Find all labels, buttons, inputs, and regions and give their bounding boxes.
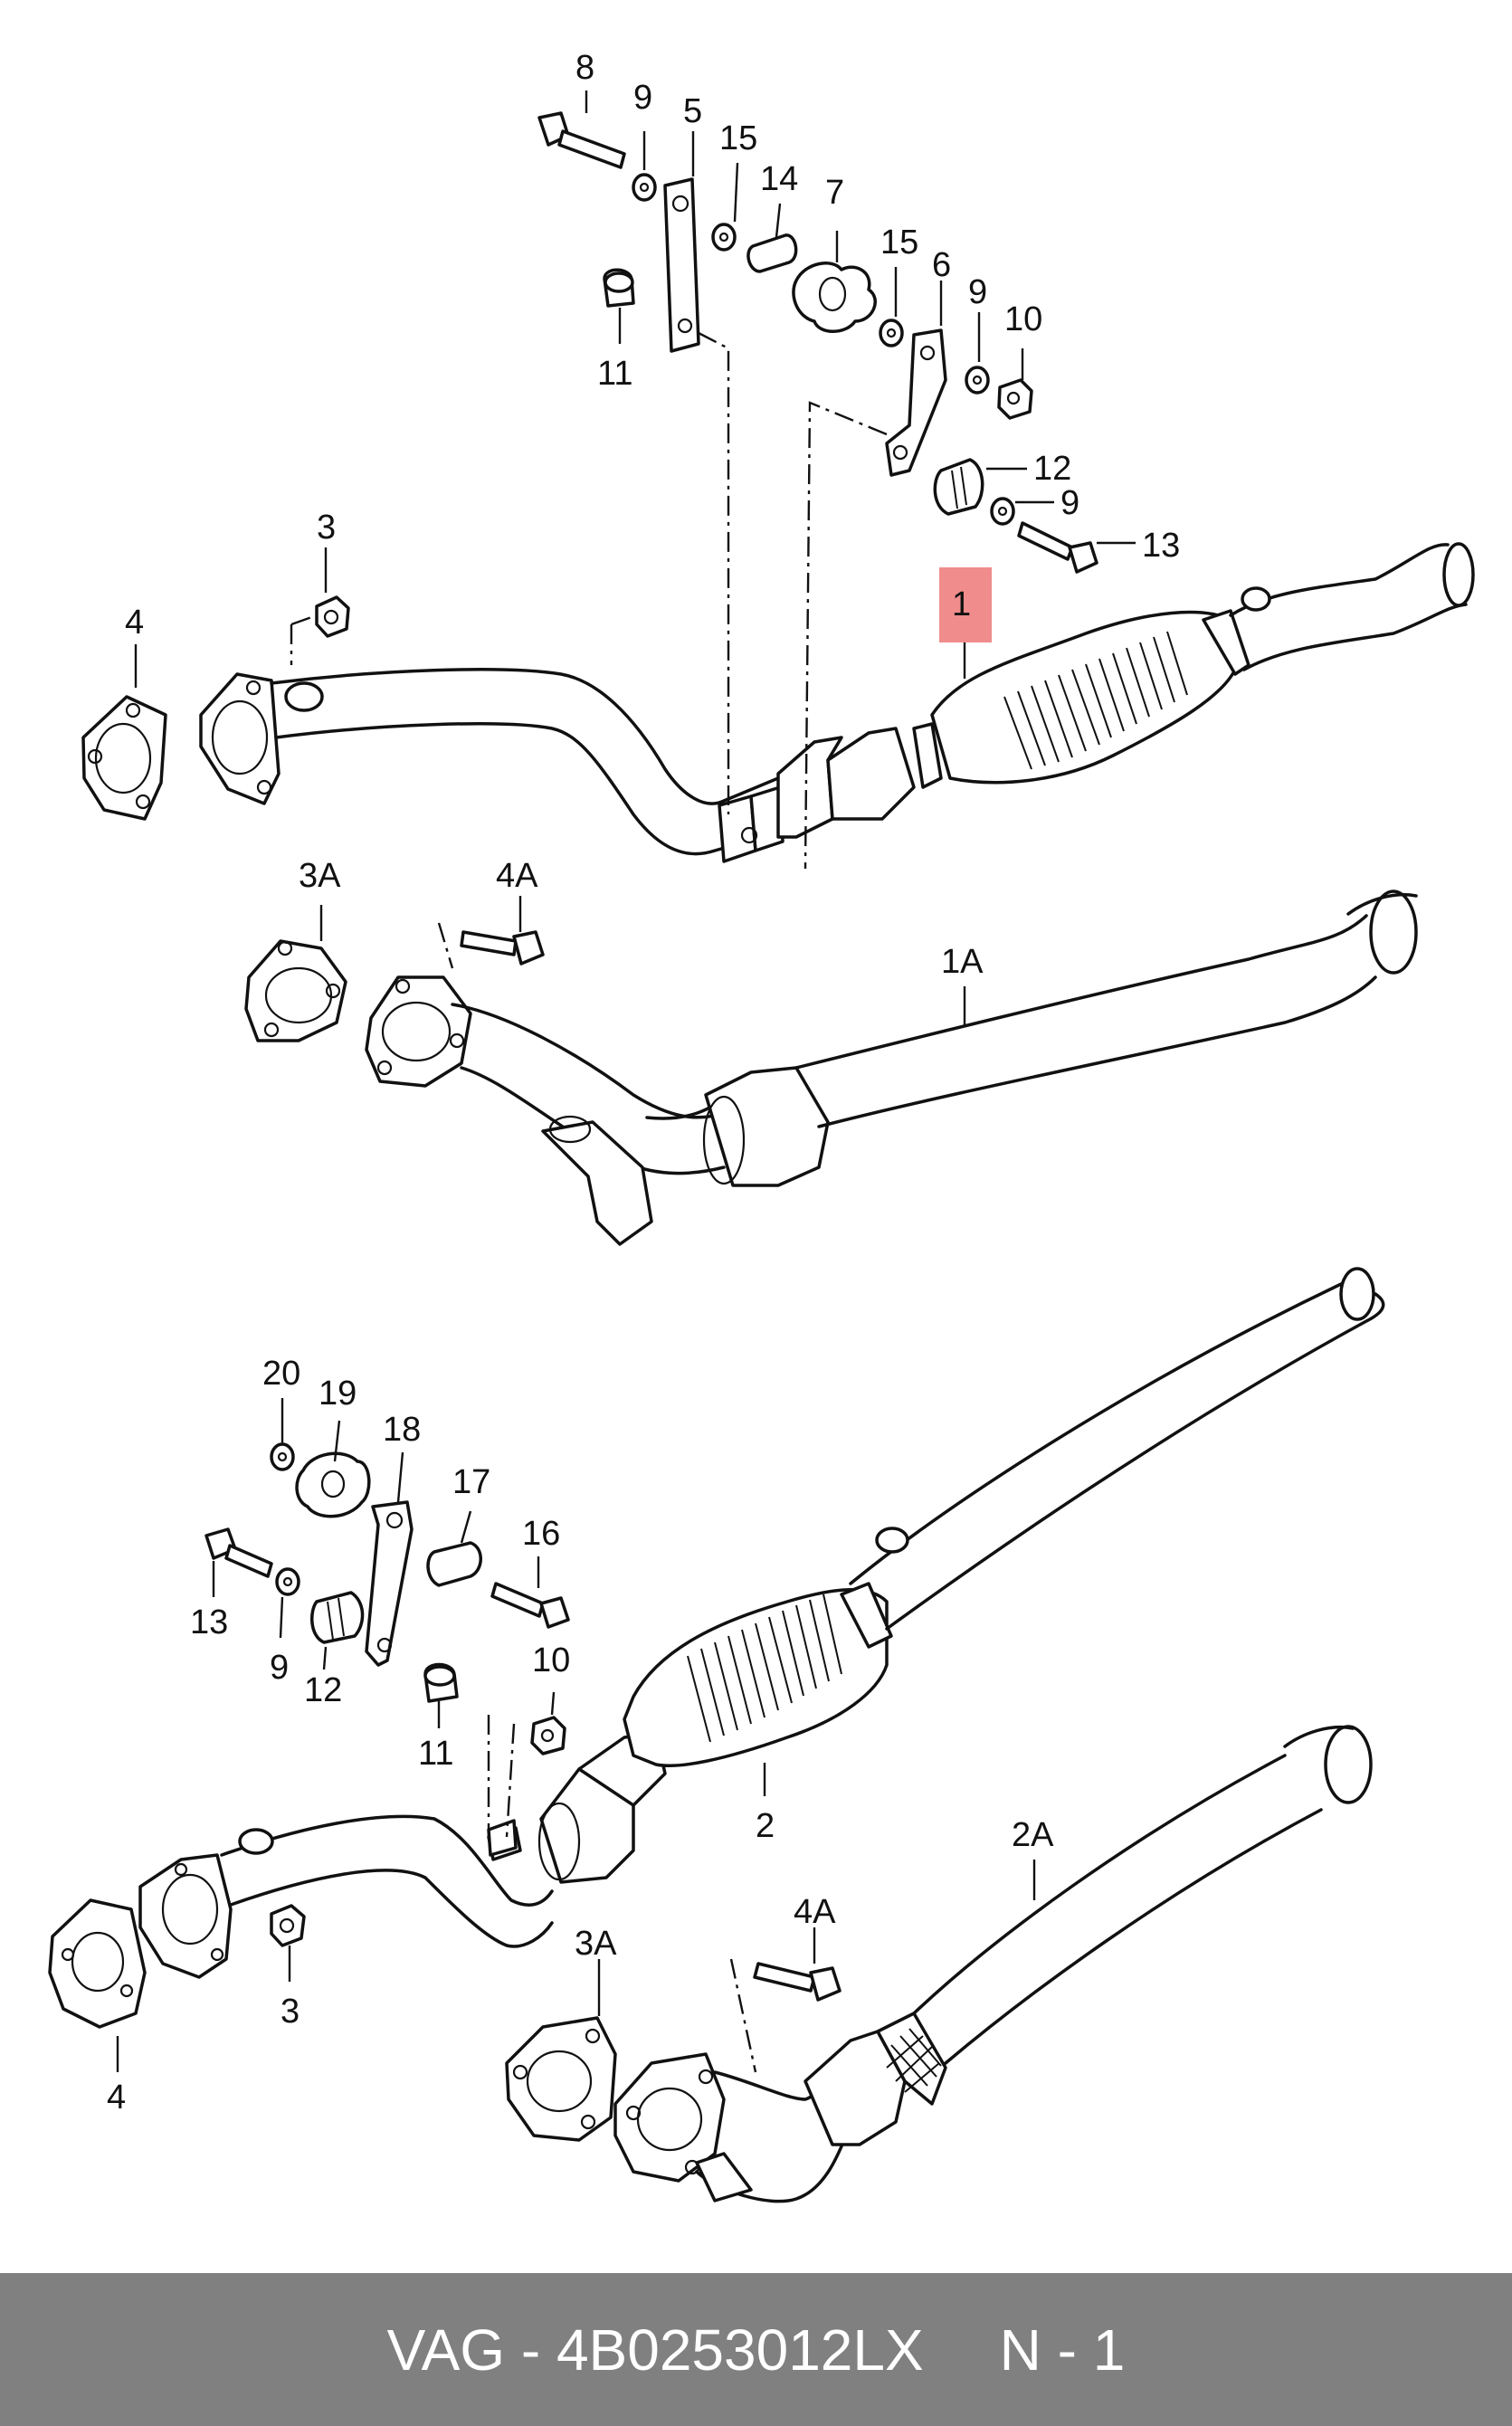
callout-2a: 2A [1012,1816,1054,1854]
callout-4a-top: 4A [496,857,538,895]
callout-12-top: 12 [1033,450,1071,488]
washer-20 [270,1442,295,1471]
callout-5: 5 [683,92,702,130]
callout-8: 8 [575,49,594,87]
stud-11-top [603,268,635,308]
bracket-6 [885,328,947,477]
callout-16: 16 [522,1515,560,1553]
exhaust-parts-diagram: 1 1A 2 2A 3 3 3A 3A 4 4 4A 4A 5 6 7 8 9 … [48,49,1475,2203]
callout-3a-top: 3A [299,857,341,895]
callout-4-top: 4 [125,604,144,642]
callout-7: 7 [825,174,844,212]
callout-4a-bottom: 4A [794,1893,836,1931]
callout-18: 18 [383,1411,421,1449]
callout-9-c: 9 [1060,484,1079,522]
bolt-16 [490,1582,570,1629]
callout-1: 1 [952,585,971,623]
washer-15-a [711,223,737,252]
rubber-mount-19 [295,1451,371,1518]
bolt-8 [537,111,626,169]
nut-10-top [997,378,1033,420]
pipe-clamp-bottom [487,1819,518,1857]
converter-1a [702,1066,830,1187]
bolt-13-bottom [204,1527,273,1578]
callout-20: 20 [262,1355,300,1393]
gasket-3a-bottom [505,2016,617,2142]
gasket-4-top [81,695,167,821]
callout-3-top: 3 [317,509,336,547]
callout-15-b: 15 [880,224,918,262]
flex-pipe-2a [804,2012,947,2146]
callout-11-top: 11 [597,355,632,393]
callout-1-highlight [939,567,992,642]
rubber-mount-12-bottom [310,1591,365,1644]
callout-labels: 1 1A 2 2A 3 3 3A 3A 4 4 4A 4A 5 6 7 8 9 … [107,49,1180,2117]
washer-9-d [275,1567,300,1596]
callout-10-top: 10 [1004,300,1042,338]
washer-9-c [990,497,1015,526]
part-number: 4B0253012LX [556,2317,924,2383]
bracket-1a [541,1115,653,1246]
callout-17: 17 [452,1463,490,1501]
callout-1a: 1A [941,943,984,981]
callout-11-bottom: 11 [418,1735,453,1773]
assembly-catalytic-converter-2 [48,1267,1385,2072]
catalytic-converter-2 [537,1582,893,1884]
callout-4-bottom: 4 [107,2079,126,2117]
callout-15-a: 15 [719,119,757,157]
brand-label: VAG [386,2317,506,2383]
nut-3-top [315,595,350,638]
callout-13-top: 13 [1142,527,1180,565]
catalytic-converter-1 [776,609,1250,839]
flange-1a [365,975,472,1088]
position-label: N - 1 [999,2317,1126,2383]
washer-9-a [632,173,657,202]
rubber-mount-12-top [933,458,984,516]
flange-2a [613,2052,726,2183]
separator: - [520,2317,541,2383]
bracket-18 [365,1500,414,1667]
washer-9-b [965,366,990,395]
callout-6: 6 [932,246,951,284]
bolt-13-top [1017,521,1098,574]
gasket-3a-top [244,939,347,1042]
assembly-front-pipe-1a [244,890,1418,1246]
callout-2: 2 [756,1807,775,1845]
bolt-4a-bottom [753,1962,842,2002]
nut-3-bottom [270,1904,306,1947]
callout-10-bottom: 10 [532,1641,570,1679]
stud-11-bottom [423,1662,459,1703]
part-number-footer: VAG - 4B0253012LX N - 1 [0,2273,1512,2426]
flange-top [199,672,324,805]
callout-9-d: 9 [270,1649,289,1687]
callout-9-a: 9 [633,79,652,117]
assembly-catalytic-converter-1 [81,90,1475,870]
gasket-4-bottom [48,1898,147,2029]
bolt-4a-top [460,930,545,966]
washer-15-b [879,319,904,347]
callout-3a-bottom: 3A [575,1925,617,1963]
assembly-front-pipe-2a [505,1725,1373,2203]
nut-10-bottom [530,1716,566,1755]
flange-bottom [138,1853,233,1979]
spacer-14 [746,233,798,273]
callout-14: 14 [760,160,798,198]
rubber-mount-7 [792,262,877,333]
front-pipe-top [270,668,780,805]
callout-3-bottom: 3 [281,1993,300,2031]
bracket-5 [663,177,700,353]
spacer-17 [426,1541,482,1587]
callout-9-b: 9 [968,273,987,311]
callout-13-bottom: 13 [190,1603,228,1641]
callout-19: 19 [319,1375,357,1413]
callout-12-bottom: 12 [304,1671,342,1709]
